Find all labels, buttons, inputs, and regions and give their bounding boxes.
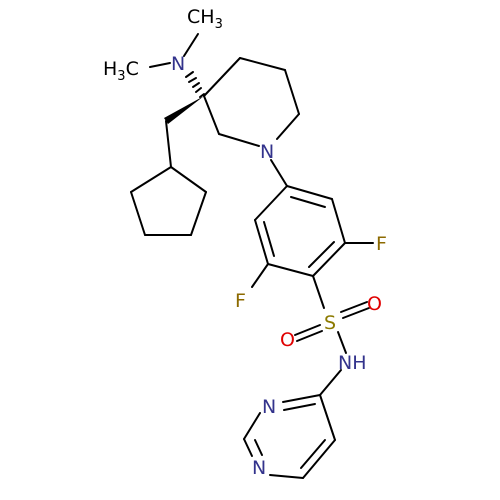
bond-pyr-c2-n1 — [243, 438, 253, 457]
bond-ring-n-c2 — [218, 133, 260, 147]
bond-pyr-n1-c6 — [269, 474, 304, 479]
bond-n-aryl — [270, 159, 288, 187]
bond-bz-4-5 — [267, 263, 314, 277]
bond-s-o-left-1 — [294, 324, 321, 336]
bond-pyr-c5-c4 — [319, 394, 336, 441]
bond-bz-inner-c — [263, 221, 275, 257]
bond-n-methyl-left — [149, 62, 171, 68]
bond-c-s — [312, 275, 325, 309]
bond-pyr-inner-c — [300, 439, 326, 469]
atom-label-f-left: F — [235, 290, 246, 312]
atom-label-n-dimethyl: N — [171, 53, 185, 75]
bond-bz-2-3 — [331, 198, 346, 244]
atom-label-nh: NH — [338, 352, 367, 374]
atom-label-methyl-left: H3C — [103, 58, 139, 84]
bond-ring-c5-c6 — [284, 69, 300, 115]
bond-s-o-right-1 — [340, 301, 368, 313]
atom-label-n-piperidine: N — [260, 141, 274, 163]
bond-ch2-cyclopentyl — [165, 120, 172, 168]
atom-label-n-pyrimidine-top: N — [262, 396, 276, 418]
bond-ring-c4-c5 — [239, 57, 286, 71]
atom-label-s: S — [324, 312, 336, 334]
bond-c-f-left — [251, 263, 269, 288]
bond-n-methyl-top — [183, 33, 199, 57]
bond-bz-6-1 — [254, 185, 288, 221]
bond-s-o-left-2 — [296, 330, 323, 342]
bond-ring-c3-c4 — [203, 57, 241, 97]
bond-cp-4-5 — [130, 191, 146, 236]
atom-label-f-right: F — [376, 233, 387, 255]
bond-bz-inner-a — [290, 196, 326, 208]
bond-bz-inner-b — [308, 241, 335, 268]
bond-ring-c2-c3 — [203, 95, 220, 135]
bond-s-n — [337, 331, 347, 354]
atom-label-n-pyrimidine-bottom: N — [252, 457, 266, 479]
bond-pyr-n3-c2 — [243, 412, 261, 440]
atom-label-methyl-top: CH3 — [187, 6, 223, 32]
bond-cp-1-2 — [170, 166, 207, 193]
hashed-wedge-bond — [185, 71, 205, 98]
bond-cp-5-1 — [130, 166, 172, 193]
bond-pyr-c6-c5 — [302, 439, 336, 479]
bond-nh-pyrimidine — [319, 369, 342, 396]
bond-bz-1-2 — [286, 185, 333, 200]
bond-bz-5-6 — [254, 219, 269, 265]
bond-pyr-c4-n3 — [282, 394, 321, 403]
bond-cp-2-3 — [190, 191, 207, 236]
solid-wedge-bond — [164, 96, 204, 124]
bond-ring-c6-n — [276, 113, 300, 140]
atom-label-o-left: O — [280, 329, 295, 351]
atom-label-o-right: O — [367, 293, 382, 315]
bond-pyr-inner-b — [254, 439, 263, 456]
bond-pyr-inner-a — [283, 403, 316, 411]
bond-bz-3-4 — [312, 242, 346, 277]
bond-s-o-right-2 — [342, 307, 370, 319]
